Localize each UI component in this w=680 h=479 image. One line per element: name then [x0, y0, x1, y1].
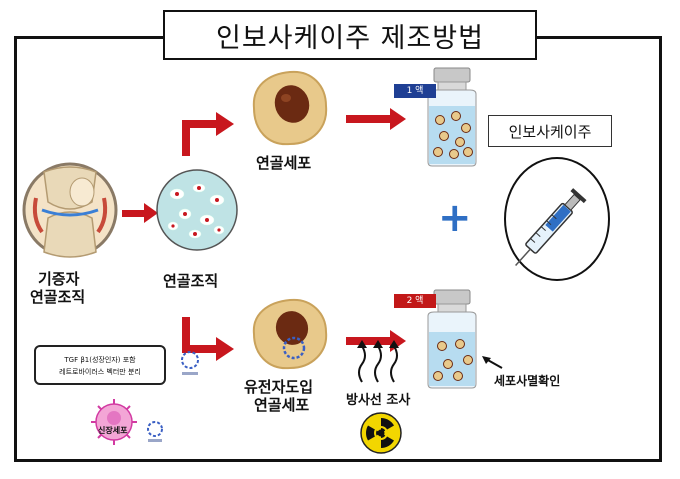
vector-callout-box: TGF β1(성장인자) 포함 레트로바이러스 벡터만 분리: [34, 345, 166, 385]
tissue-label: 연골조직: [163, 272, 219, 290]
vial-1-illustration: [427, 67, 477, 167]
vial-1-tag: 1 액: [394, 84, 436, 98]
callout-line1: TGF β1(성장인자) 포함: [64, 356, 136, 364]
arrow-to-chondrocyte: [182, 112, 234, 156]
chondrocyte-label: 연골세포: [256, 154, 312, 172]
donor-label-line2: 연골조직: [30, 288, 86, 306]
arrow-to-vial-1: [346, 108, 406, 130]
arrow-to-gm-chondrocyte: [182, 317, 234, 361]
donor-label-line1: 기증자: [38, 270, 80, 288]
cartilage-tissue-illustration: [156, 169, 238, 251]
diagram-title: 인보사케이주 제조방법: [163, 10, 537, 60]
arrow-to-tissue: [122, 203, 158, 223]
callout-line2: 레트로바이러스 벡터만 분리: [59, 368, 141, 376]
syringe-icon: [515, 188, 587, 266]
gm-chondrocyte-illustration: [252, 298, 328, 370]
cell-death-label: 세포사멸확인: [494, 374, 561, 388]
gm-chondrocyte-label-line2: 연골세포: [254, 396, 310, 414]
radiation-label: 방사선 조사: [346, 393, 411, 408]
radiation-hazard-icon: [360, 412, 402, 454]
kidney-cell-illustration: [91, 399, 137, 445]
plus-sign: +: [438, 195, 472, 241]
pointer-arrow: [482, 356, 503, 369]
result-label-box: 인보사케이주: [488, 115, 612, 147]
gm-chondrocyte-label-line1: 유전자도입: [244, 378, 314, 396]
chondrocyte-cell-illustration: [252, 70, 328, 146]
small-plasmid-icon: [147, 421, 163, 442]
vector-plasmid-icon: [181, 351, 199, 375]
vial-2-illustration: [427, 289, 477, 389]
vial-2-tag: 2 액: [394, 294, 436, 308]
knee-joint-illustration: [22, 162, 118, 258]
kidney-cell-label: 신장세포: [98, 426, 128, 435]
radiation-arrows: [357, 340, 399, 383]
syringe-circle: [504, 157, 610, 281]
